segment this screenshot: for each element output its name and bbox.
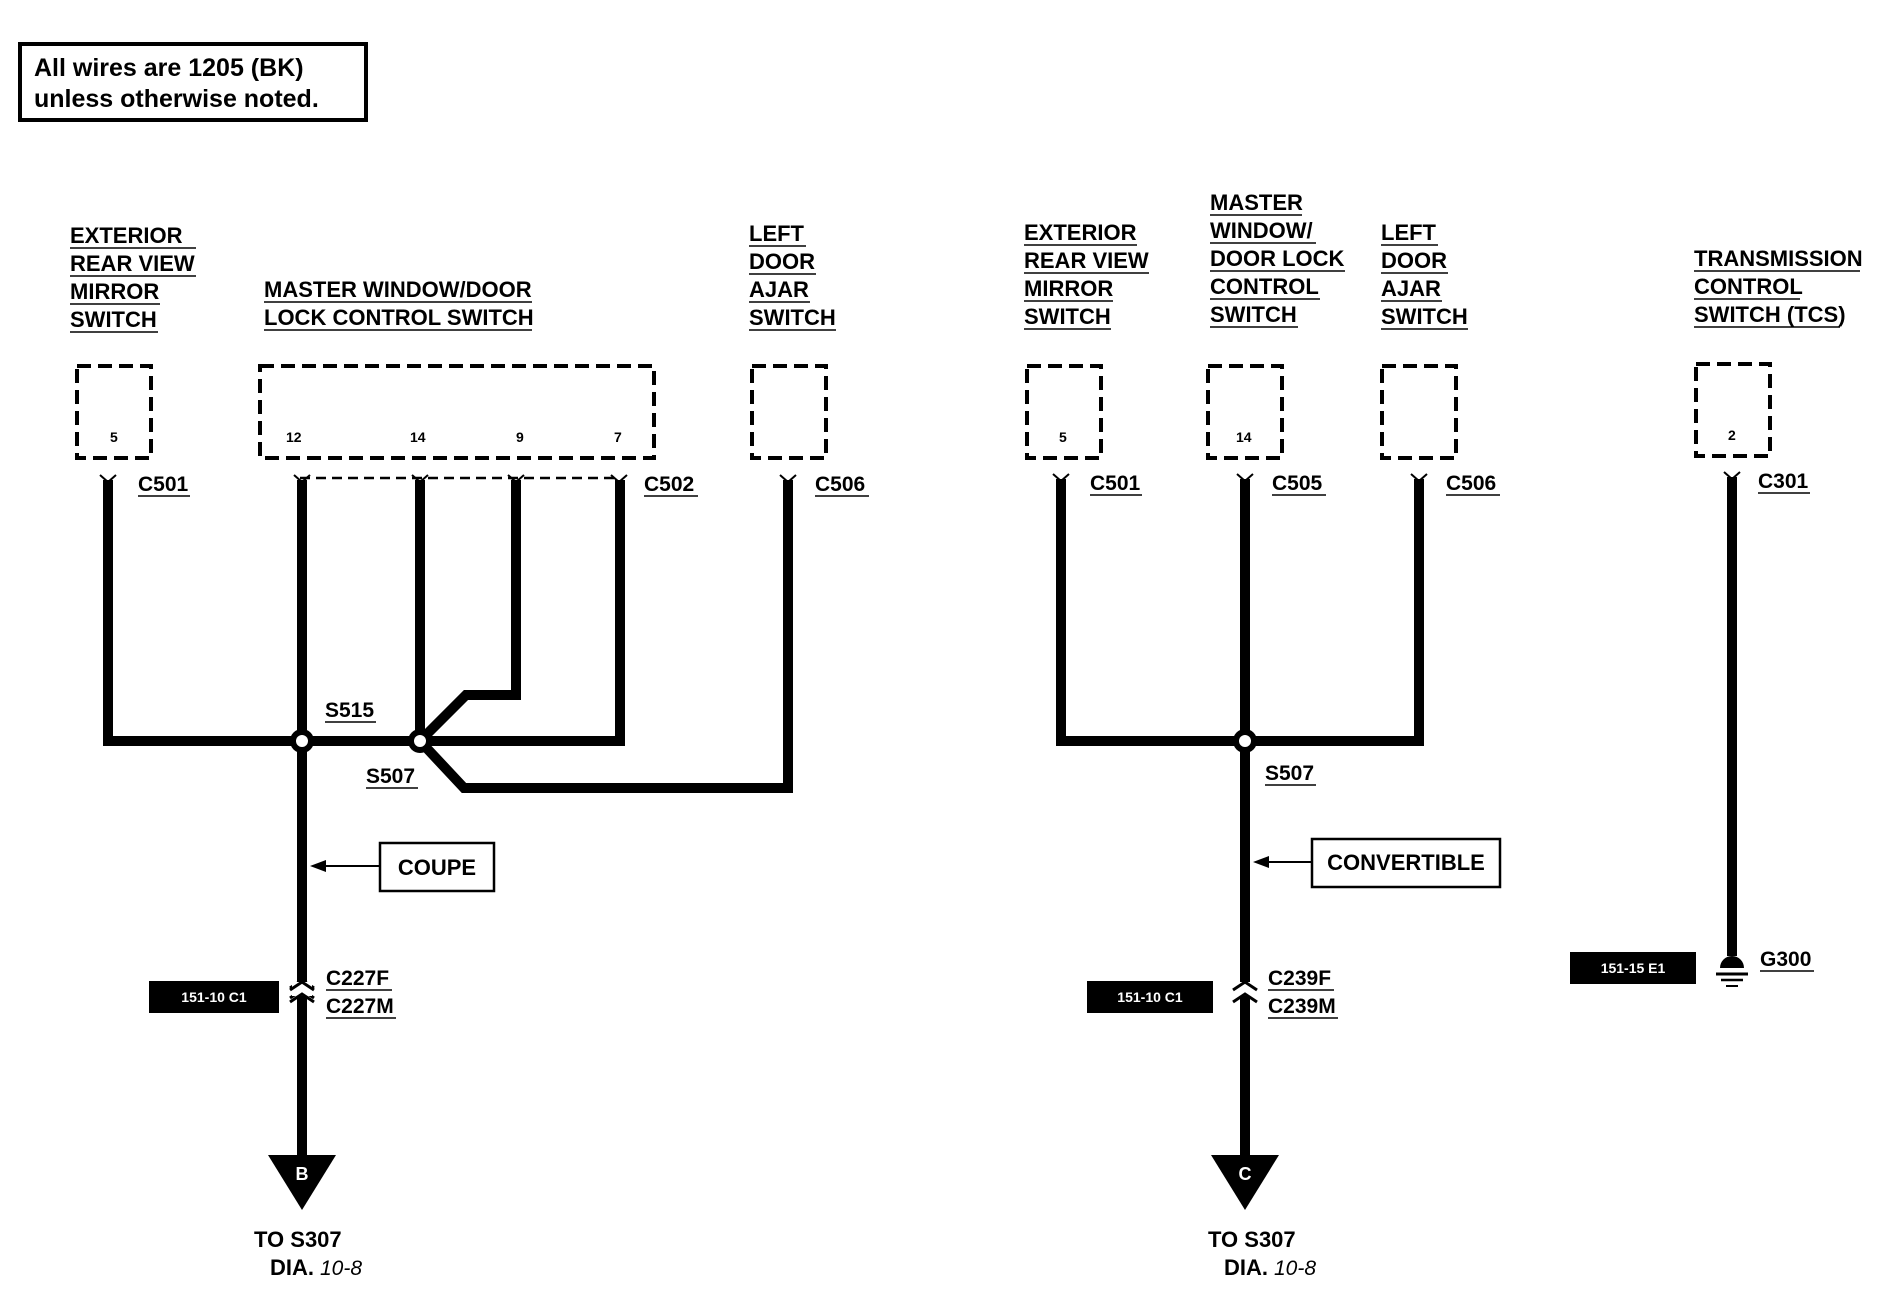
left-page-ref-tag <box>149 981 279 1013</box>
left-dia-number: 10-8 <box>320 1257 362 1280</box>
mid-page-ref-tag <box>1087 981 1213 1013</box>
left-master-pin-14: 14 <box>410 429 426 445</box>
left-master-label-2: LOCK CONTROL SWITCH <box>264 305 534 330</box>
left-master-pin-7: 7 <box>614 429 622 445</box>
mid-dia-bold: DIA. <box>1224 1255 1268 1280</box>
left-mirror-label-4: SWITCH <box>70 307 157 332</box>
mid-mirror-switch-box <box>1025 364 1103 460</box>
left-c502-label: C502 <box>644 473 694 496</box>
left-door-label-1: LEFT <box>749 221 805 246</box>
mid-door-switch-box <box>1380 364 1458 460</box>
mid-inline-connector-m <box>1232 992 1258 1004</box>
tcs-label-3: SWITCH (TCS) <box>1694 302 1846 327</box>
left-mirror-wire <box>103 480 625 746</box>
left-arrow-b <box>268 1155 336 1210</box>
mid-convertible-callout <box>1310 837 1502 889</box>
left-door-label-4: SWITCH <box>749 305 836 330</box>
left-mirror-label-1: EXTERIOR <box>70 223 183 248</box>
left-mirror-label-3: MIRROR <box>70 279 159 304</box>
mid-master-label-1: MASTER <box>1210 190 1303 215</box>
left-mirror-label-2: REAR VIEW <box>70 251 195 276</box>
left-s515-label: S515 <box>325 699 374 722</box>
left-master-switch-box <box>258 364 656 460</box>
note-line-1: All wires are 1205 (BK) <box>34 54 304 82</box>
left-to-s307: TO S307 <box>254 1227 342 1252</box>
mid-s507-label: S507 <box>1265 762 1314 785</box>
left-master-pin-9: 9 <box>516 429 524 445</box>
left-pin9-wire <box>416 480 521 745</box>
mid-master-label-5: SWITCH <box>1210 302 1297 327</box>
left-inline-connector-m <box>289 992 315 1004</box>
mid-inline-connector-f <box>1232 980 1258 992</box>
mid-master-label-2: WINDOW/ <box>1210 218 1313 243</box>
mid-convertible-text: CONVERTIBLE <box>1327 850 1485 875</box>
left-c227f-label: C227F <box>326 967 389 990</box>
mid-door-label-1: LEFT <box>1381 220 1437 245</box>
note-box <box>18 42 368 122</box>
mid-master-pin: 14 <box>1236 429 1252 445</box>
g300-ground-icon <box>1720 956 1744 968</box>
mid-c239m-label: C239M <box>1268 995 1336 1018</box>
mid-dia-number: 10-8 <box>1274 1257 1316 1280</box>
left-master-label-1: MASTER WINDOW/DOOR <box>264 277 532 302</box>
tcs-tag-text: 151-15 E1 <box>1601 960 1666 976</box>
mid-mirror-pin: 5 <box>1059 429 1067 445</box>
left-dia-bold: DIA. <box>270 1255 314 1280</box>
left-door-label-2: DOOR <box>749 249 815 274</box>
left-door-switch-box <box>750 364 828 460</box>
left-c506-label: C506 <box>815 473 865 496</box>
tcs-page-ref-tag <box>1570 952 1696 984</box>
mid-door-label-3: AJAR <box>1381 276 1441 301</box>
g300-label: G300 <box>1760 948 1811 971</box>
left-c227m-label: C227M <box>326 995 394 1018</box>
left-s507-label: S507 <box>366 765 415 788</box>
note-line-2: unless otherwise noted. <box>34 85 319 113</box>
tcs-label-2: CONTROL <box>1694 274 1803 299</box>
mid-c501-label: C501 <box>1090 472 1141 495</box>
left-mirror-pin: 5 <box>110 429 118 445</box>
mid-door-label-2: DOOR <box>1381 248 1447 273</box>
mid-mirror-label-1: EXTERIOR <box>1024 220 1137 245</box>
left-arrow-letter: B <box>296 1164 309 1184</box>
mid-mirror-label-2: REAR VIEW <box>1024 248 1149 273</box>
mid-master-switch-box <box>1206 364 1284 460</box>
mid-master-label-4: CONTROL <box>1210 274 1319 299</box>
tcs-pin: 2 <box>1728 427 1736 443</box>
left-inline-connector-f <box>289 980 315 992</box>
left-door-wire <box>416 480 793 793</box>
mid-c505-label: C505 <box>1272 472 1323 495</box>
mid-mirror-label-3: MIRROR <box>1024 276 1113 301</box>
mid-to-s307: TO S307 <box>1208 1227 1296 1252</box>
left-c501-label: C501 <box>138 473 189 496</box>
left-mirror-switch-box <box>75 364 153 460</box>
mid-c239f-label: C239F <box>1268 967 1331 990</box>
mid-door-label-4: SWITCH <box>1381 304 1468 329</box>
mid-arrow-c <box>1211 1155 1279 1210</box>
left-coupe-callout <box>378 841 496 893</box>
mid-c506-label: C506 <box>1446 472 1496 495</box>
left-door-label-3: AJAR <box>749 277 809 302</box>
left-master-pin-12: 12 <box>286 429 302 445</box>
left-tag-text: 151-10 C1 <box>181 989 247 1005</box>
mid-arrow-letter: C <box>1239 1164 1252 1184</box>
mid-master-label-3: DOOR LOCK <box>1210 246 1345 271</box>
mid-mirror-label-4: SWITCH <box>1024 304 1111 329</box>
left-coupe-text: COUPE <box>398 855 476 880</box>
tcs-switch-box <box>1694 362 1772 458</box>
tcs-c301-label: C301 <box>1758 470 1809 493</box>
mid-tag-text: 151-10 C1 <box>1117 989 1183 1005</box>
tcs-label-1: TRANSMISSION <box>1694 246 1863 271</box>
